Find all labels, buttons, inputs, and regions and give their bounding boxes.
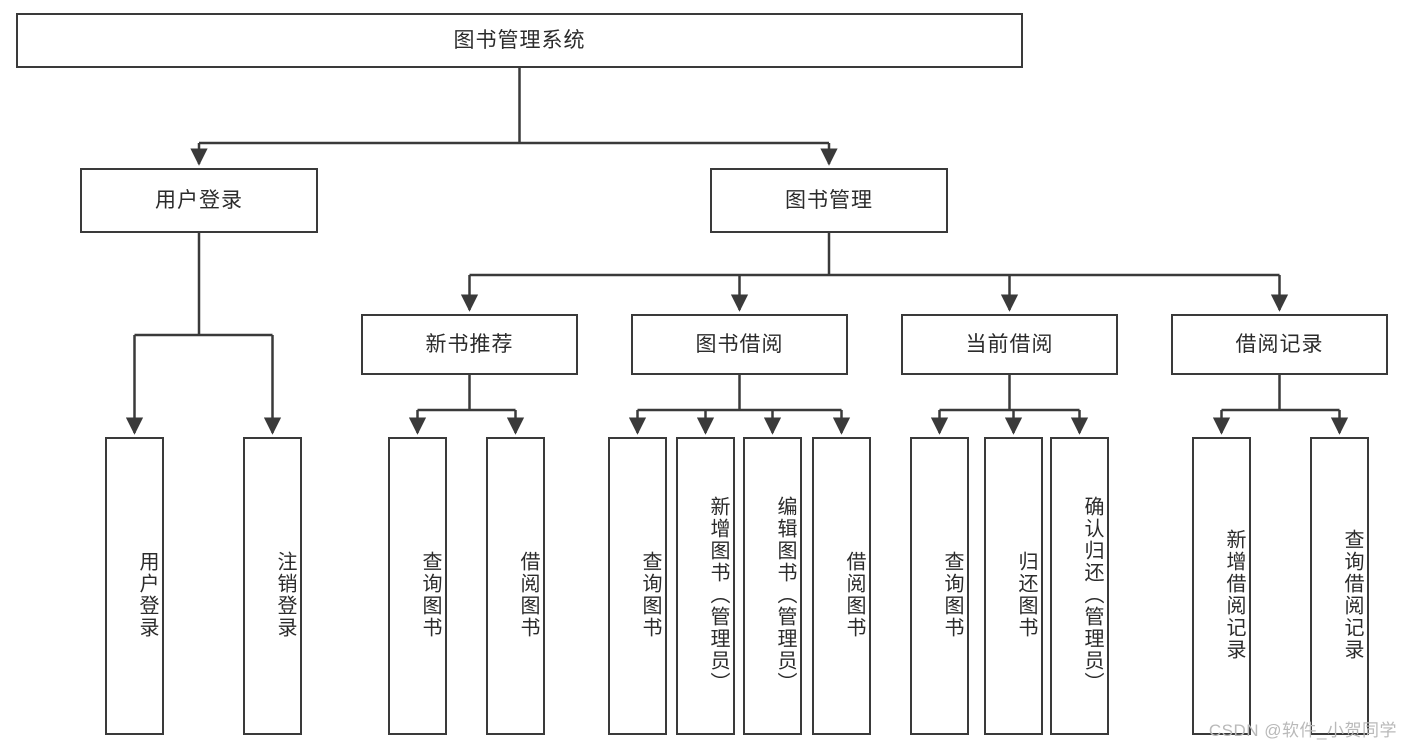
level2-node[interactable]: 用户登录 bbox=[80, 168, 318, 233]
leaf-node[interactable]: 查询图书 bbox=[910, 437, 969, 735]
level2-node[interactable]: 图书管理 bbox=[710, 168, 948, 233]
node-label: 确认归还（管理员） bbox=[1081, 496, 1103, 694]
level3-node[interactable]: 借阅记录 bbox=[1171, 314, 1388, 375]
node-label: 当前借阅 bbox=[965, 332, 1054, 356]
leaf-node[interactable]: 归还图书 bbox=[984, 437, 1043, 735]
leaf-node[interactable]: 借阅图书 bbox=[486, 437, 545, 735]
leaf-node[interactable]: 新增借阅记录 bbox=[1192, 437, 1251, 735]
node-label: 查询图书 bbox=[419, 551, 441, 639]
node-label: 用户登录 bbox=[155, 188, 243, 212]
node-label: 查询图书 bbox=[941, 551, 963, 639]
leaf-node[interactable]: 借阅图书 bbox=[812, 437, 871, 735]
leaf-node[interactable]: 新增图书（管理员） bbox=[676, 437, 735, 735]
level3-node[interactable]: 当前借阅 bbox=[901, 314, 1118, 375]
node-label: 查询借阅记录 bbox=[1341, 529, 1363, 661]
node-label: 新增借阅记录 bbox=[1223, 529, 1245, 661]
node-label: 借阅图书 bbox=[517, 551, 539, 639]
node-label: 图书管理 bbox=[785, 188, 873, 212]
node-label: 图书借阅 bbox=[695, 332, 784, 356]
watermark-text: CSDN @软件_小贺同学 bbox=[1208, 721, 1397, 740]
leaf-node[interactable]: 查询图书 bbox=[388, 437, 447, 735]
node-label: 借阅图书 bbox=[843, 551, 865, 639]
level3-node[interactable]: 图书借阅 bbox=[631, 314, 848, 375]
node-label: 新增图书（管理员） bbox=[707, 496, 729, 694]
leaf-node[interactable]: 查询借阅记录 bbox=[1310, 437, 1369, 735]
node-label: 注销登录 bbox=[274, 551, 296, 639]
leaf-node[interactable]: 注销登录 bbox=[243, 437, 302, 735]
leaf-node[interactable]: 查询图书 bbox=[608, 437, 667, 735]
leaf-node[interactable]: 确认归还（管理员） bbox=[1050, 437, 1109, 735]
node-label: 编辑图书（管理员） bbox=[774, 496, 796, 694]
level3-node[interactable]: 新书推荐 bbox=[361, 314, 578, 375]
node-label: 图书管理系统 bbox=[453, 28, 586, 52]
node-label: 借阅记录 bbox=[1235, 332, 1324, 356]
root-node[interactable]: 图书管理系统 bbox=[16, 13, 1023, 68]
node-label: 归还图书 bbox=[1015, 551, 1037, 639]
node-label: 用户登录 bbox=[136, 551, 158, 639]
node-label: 查询图书 bbox=[639, 551, 661, 639]
leaf-node[interactable]: 用户登录 bbox=[105, 437, 164, 735]
node-label: 新书推荐 bbox=[425, 332, 514, 356]
leaf-node[interactable]: 编辑图书（管理员） bbox=[743, 437, 802, 735]
